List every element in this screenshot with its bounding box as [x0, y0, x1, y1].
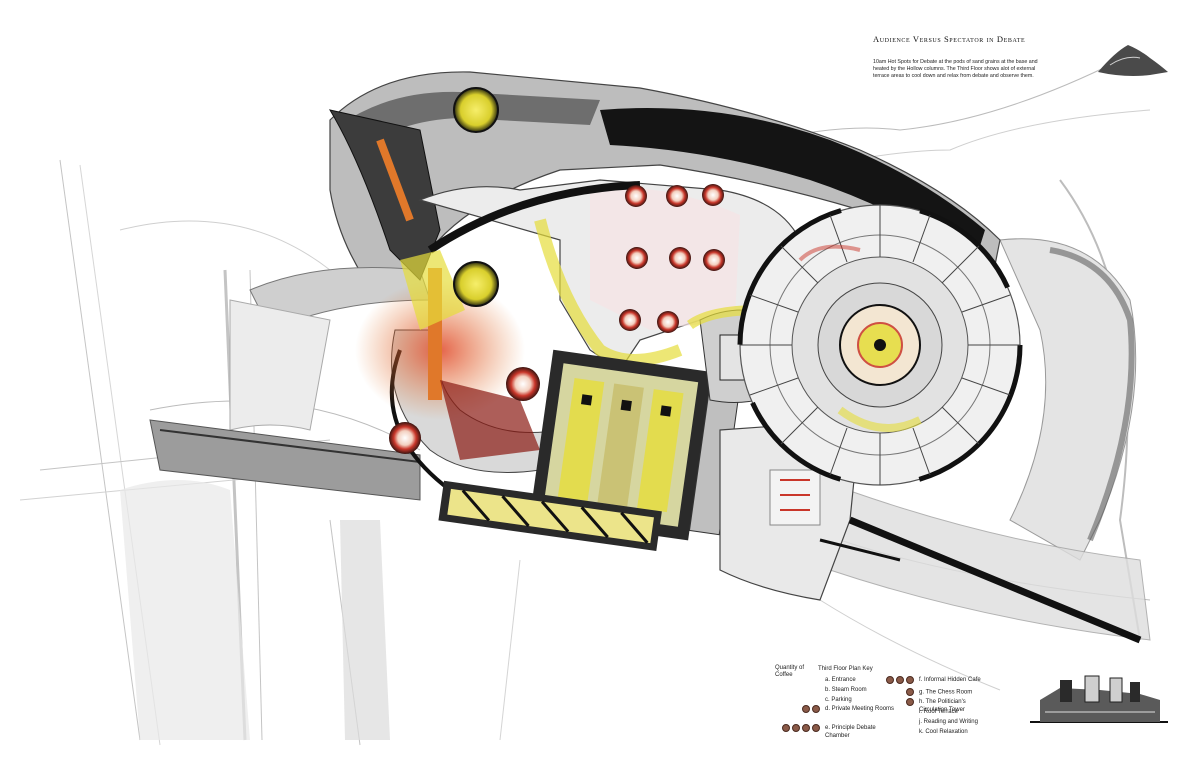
key-item-b: b. Steam Room — [825, 686, 867, 694]
key-item-g: g. The Chess Room — [906, 688, 972, 697]
key-title: Third Floor Plan Key — [818, 666, 873, 672]
hot-spot-pods — [389, 87, 725, 454]
coffee-cups-icon — [906, 698, 916, 707]
mountain-sketch — [1098, 45, 1168, 76]
coffee-cups-icon — [886, 676, 916, 685]
coffee-cups-icon — [802, 705, 822, 714]
drawing-description: 10am Hot Spots for Debate at the pods of… — [873, 59, 1038, 79]
key-item-label: d. Private Meeting Rooms — [825, 706, 895, 712]
coffee-quantity-label: Quantity of Coffee — [775, 665, 805, 678]
left-wing — [149, 109, 441, 501]
key-item-f: f. Informal Hidden Cafe — [886, 676, 991, 685]
key-item-e: e. Principle Debate Chamber — [782, 724, 897, 740]
section-sketch — [1030, 675, 1168, 723]
key-item-label: i. Roof Terrace — [919, 709, 958, 715]
key-item-h: h. The Politician's Circulation Tower — [906, 698, 991, 714]
key-item-label: a. Entrance — [825, 677, 856, 683]
key-item-j: j. Reading and Writing — [919, 718, 991, 726]
key-item-d: d. Private Meeting Rooms — [802, 705, 897, 714]
right-terrace — [819, 238, 1151, 641]
key-item-label: h. The Politician's Circulation Tower — [919, 699, 966, 713]
key-item-label: c. Parking — [825, 697, 852, 703]
key-item-a: a. Entrance — [825, 676, 856, 684]
coffee-cups-icon — [906, 688, 916, 697]
key-item-label: f. Informal Hidden Cafe — [919, 677, 981, 683]
key-item-c: c. Parking — [825, 696, 852, 704]
key-item-label: g. The Chess Room — [919, 689, 973, 696]
key-item-k: k. Cool Relaxation — [919, 728, 968, 736]
coffee-cups-icon — [782, 724, 822, 733]
key-item-label: j. Reading and Writing — [919, 719, 978, 725]
key-item-label: k. Cool Relaxation — [919, 729, 968, 735]
lower-left-sketch — [120, 480, 390, 740]
key-item-label: e. Principle Debate Chamber — [825, 725, 876, 739]
drawing-title: Audience Versus Spectator in Debate — [873, 34, 1026, 44]
circulation-tower — [737, 202, 1023, 488]
main-hall-block — [438, 349, 740, 552]
warm-zone — [355, 250, 540, 460]
key-item-label: b. Steam Room — [825, 687, 867, 693]
key-item-i: i. Roof Terrace — [919, 708, 958, 716]
